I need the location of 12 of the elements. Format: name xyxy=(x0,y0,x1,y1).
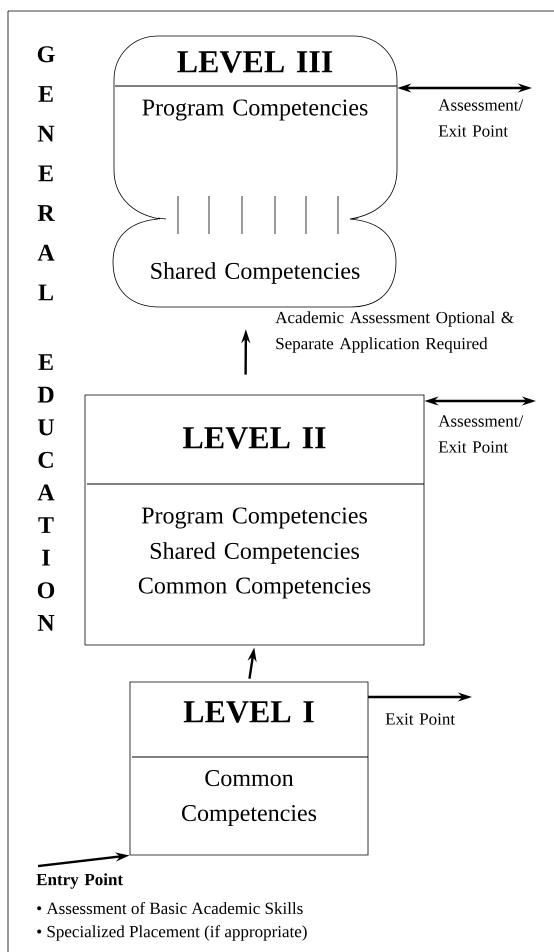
level-box: LEVEL II Program Competencies Shared Competencies Common Competencies xyxy=(84,394,424,646)
level-box: LEVEL I Common Competencies xyxy=(130,682,368,856)
edge-label: Assessment/ Exit Point xyxy=(438,415,524,453)
edge-label: Academic Assessment Optional & Separate Application Required xyxy=(275,311,514,353)
edge-label: Exit Point xyxy=(386,713,455,725)
vertical-letters: GENERAL xyxy=(38,46,55,300)
level-box: LEVEL III Program Competencies Shared Competencies xyxy=(112,36,398,308)
edge-label: Assessment/ Exit Point xyxy=(438,99,524,137)
edge-label: Entry Point xyxy=(36,873,123,889)
bullet-text: • Assessment of Basic Academic Skills xyxy=(37,902,303,914)
vertical-letters: EDUCATION xyxy=(38,354,54,631)
bullet-text: • Specialized Placement (if appropriate) xyxy=(37,925,307,941)
